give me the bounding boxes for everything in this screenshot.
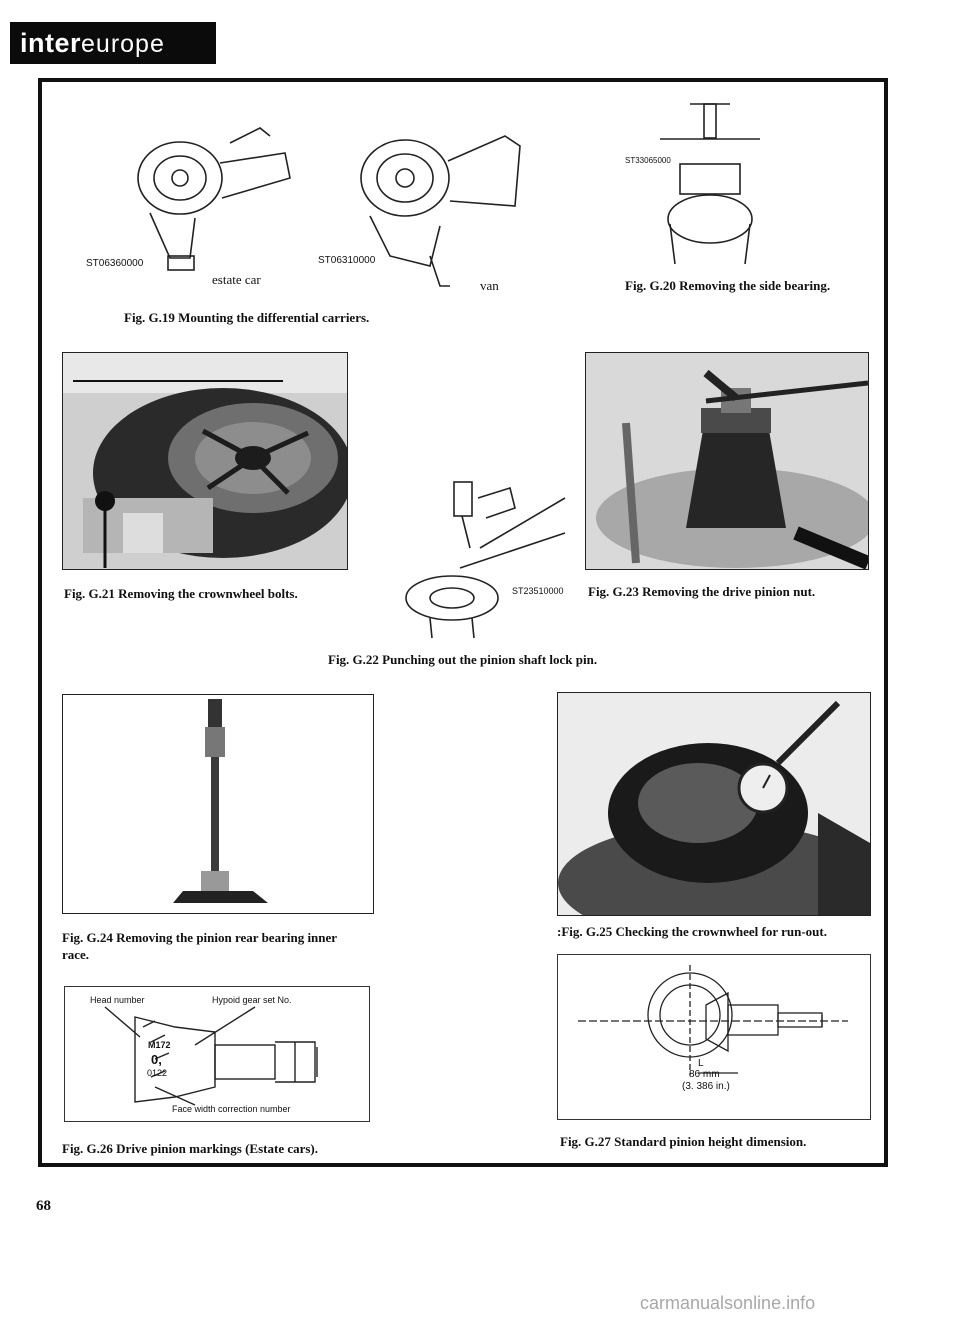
photo-drive-pinion-nut [585,352,869,570]
label-estate-car: estate car [212,272,261,287]
caption-g26: Fig. G.26 Drive pinion markings (Estate … [62,1141,319,1156]
caption-g19: Fig. G.19 Mounting the differential carr… [124,310,370,325]
figure-frame [38,78,888,1167]
label-van: van [480,278,499,293]
tool-code-g22: ST23510000 [512,586,564,596]
photo-pinion-rear-bearing [62,694,374,914]
caption-g22: Fig. G.22 Punching out the pinion shaft … [328,652,598,667]
mark-top: M172 [148,1040,171,1050]
caption-g24-line1: Fig. G.24 Removing the pinion rear beari… [62,930,338,945]
dim-in: (3. 386 in.) [682,1081,730,1092]
caption-g25: :Fig. G.25 Checking the crownwheel for r… [557,924,827,939]
tool-code-g20: ST33065000 [625,156,671,165]
page-number: 68 [36,1198,51,1214]
side-bearing-puller-drawing [600,94,810,274]
dim-mm: 86 mm [689,1069,720,1080]
brand-logo: intereurope [10,22,216,64]
mark-bottom: 0122 [147,1068,168,1078]
tool-code-left: ST06360000 [86,258,144,269]
differential-carrier-estate-drawing [110,108,310,278]
photo-crownwheel-runout [557,692,871,916]
mark-mid: 0, [151,1052,162,1067]
caption-g23: Fig. G.23 Removing the drive pinion nut. [588,584,816,599]
caption-g20: Fig. G.20 Removing the side bearing. [625,278,831,293]
photo-crownwheel-bolts [62,352,348,570]
logo-suffix: europe [81,30,165,58]
drive-pinion-markings-drawing [64,986,370,1122]
tool-code-right: ST06310000 [318,255,376,266]
caption-g21: Fig. G.21 Removing the crownwheel bolts. [64,586,298,601]
logo-prefix: inter [20,28,82,58]
lock-pin-punch-drawing [390,478,580,644]
caption-g27: Fig. G.27 Standard pinion height dimensi… [560,1134,807,1149]
differential-carrier-van-drawing [330,106,530,296]
footer-watermark: carmanualsonline.info [640,1293,816,1313]
caption-g24-line2: race. [62,947,90,962]
label-hypoid-gear-set: Hypoid gear set No. [212,995,292,1005]
marker-l: L [698,1058,704,1069]
pinion-height-drawing [557,954,871,1120]
label-head-number: Head number [90,995,145,1005]
label-face-width: Face width correction number [172,1104,291,1114]
